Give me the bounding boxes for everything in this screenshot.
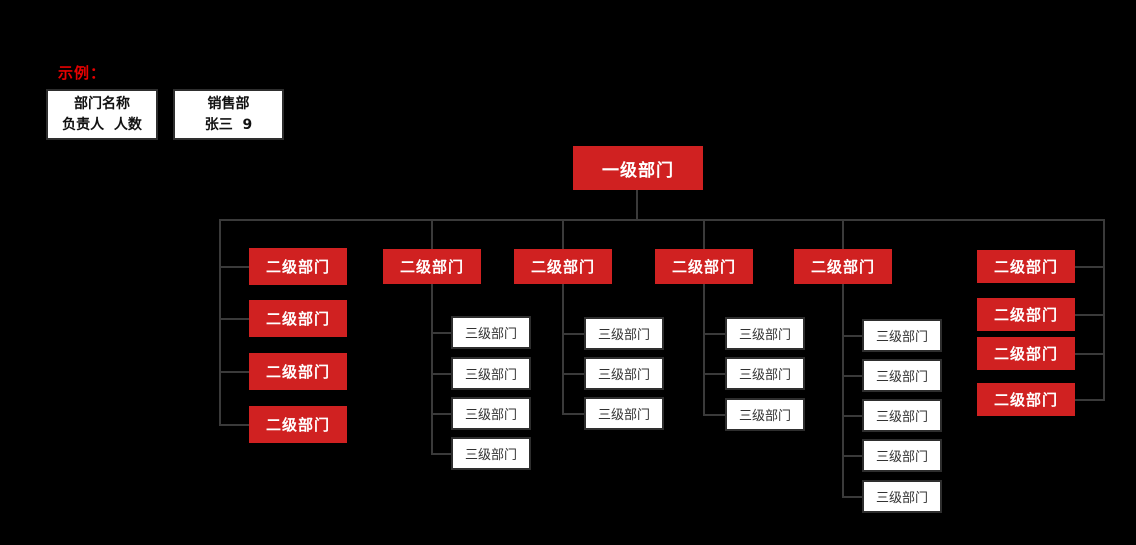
connector-line	[563, 333, 584, 335]
org-node-level2[interactable]: 二级部门	[977, 337, 1075, 370]
org-node-level2[interactable]: 二级部门	[249, 300, 347, 337]
org-node-level3[interactable]: 三级部门	[451, 397, 531, 430]
connector-line	[431, 220, 433, 249]
connector-line	[431, 284, 433, 455]
org-node-level3[interactable]: 三级部门	[584, 317, 664, 350]
connector-line	[843, 375, 862, 377]
connector-line	[842, 284, 844, 498]
connector-line	[704, 373, 725, 375]
connector-line	[432, 453, 451, 455]
connector-line	[432, 332, 451, 334]
org-node-level2[interactable]: 二级部门	[249, 248, 347, 285]
org-node-level3[interactable]: 三级部门	[725, 317, 805, 350]
org-node-level3[interactable]: 三级部门	[862, 439, 942, 472]
connector-line	[432, 373, 451, 375]
legend-example-line1: 销售部	[207, 96, 250, 113]
connector-line	[703, 220, 705, 249]
connector-line	[636, 190, 638, 220]
org-node-level2[interactable]: 二级部门	[249, 353, 347, 390]
org-node-level2[interactable]: 二级部门	[655, 249, 753, 284]
connector-line	[562, 284, 564, 415]
org-node-level3[interactable]: 三级部门	[862, 399, 942, 432]
org-node-level2[interactable]: 二级部门	[249, 406, 347, 443]
connector-line	[1075, 314, 1104, 316]
org-node-level2[interactable]: 二级部门	[977, 250, 1075, 283]
connector-line	[220, 318, 249, 320]
org-node-level3[interactable]: 三级部门	[862, 480, 942, 513]
legend-example-box: 销售部 张三 9	[173, 89, 284, 140]
org-node-level2[interactable]: 二级部门	[383, 249, 481, 284]
connector-line	[843, 455, 862, 457]
connector-line	[562, 220, 564, 249]
connector-line	[842, 220, 844, 249]
legend-example-line2: 张三 9	[204, 116, 253, 133]
connector-line	[220, 266, 249, 268]
org-node-level3[interactable]: 三级部门	[451, 357, 531, 390]
connector-line	[704, 333, 725, 335]
connector-line	[703, 284, 705, 416]
connector-line	[219, 220, 221, 426]
org-node-level3[interactable]: 三级部门	[451, 316, 531, 349]
connector-line	[563, 373, 584, 375]
org-node-level2[interactable]: 二级部门	[977, 383, 1075, 416]
org-node-level2[interactable]: 二级部门	[794, 249, 892, 284]
connector-line	[843, 335, 862, 337]
connector-line	[432, 413, 451, 415]
connector-line	[1103, 220, 1105, 401]
org-node-level3[interactable]: 三级部门	[451, 437, 531, 470]
connector-line	[843, 415, 862, 417]
connector-line	[563, 413, 584, 415]
org-node-level1[interactable]: 一级部门	[573, 146, 703, 190]
legend-template-line1: 部门名称	[74, 96, 130, 113]
org-node-level3[interactable]: 三级部门	[584, 357, 664, 390]
connector-line	[704, 414, 725, 416]
connector-line	[1075, 353, 1104, 355]
legend-title: 示例：	[58, 64, 107, 82]
connector-line	[1075, 266, 1104, 268]
org-node-level3[interactable]: 三级部门	[584, 397, 664, 430]
connector-line	[1075, 399, 1104, 401]
legend-template-line2: 负责人 人数	[62, 116, 142, 133]
org-node-level3[interactable]: 三级部门	[725, 398, 805, 431]
legend-template-box: 部门名称 负责人 人数	[46, 89, 158, 140]
connector-line	[220, 371, 249, 373]
connector-line	[843, 496, 862, 498]
org-node-level2[interactable]: 二级部门	[977, 298, 1075, 331]
org-node-level3[interactable]: 三级部门	[725, 357, 805, 390]
connector-line	[220, 424, 249, 426]
connector-line	[219, 219, 1105, 221]
org-node-level3[interactable]: 三级部门	[862, 319, 942, 352]
org-node-level3[interactable]: 三级部门	[862, 359, 942, 392]
org-node-level2[interactable]: 二级部门	[514, 249, 612, 284]
